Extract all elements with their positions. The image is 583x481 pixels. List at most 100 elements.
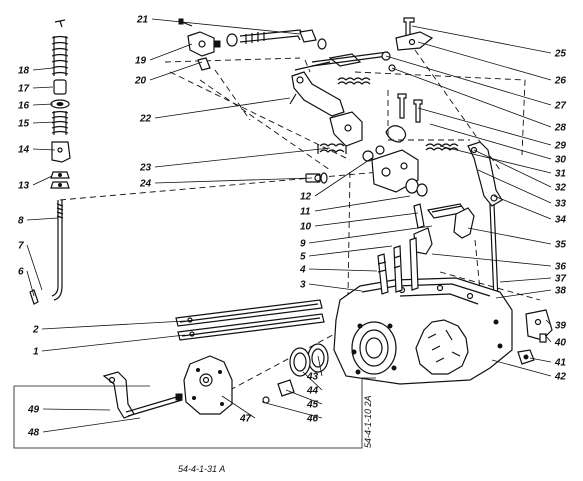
callout-number: 21	[136, 15, 149, 26]
leader-line	[26, 270, 35, 297]
pin-6	[29, 289, 39, 305]
callout-12: 12	[300, 157, 373, 203]
callout-number: 6	[18, 267, 24, 278]
leader-line	[314, 212, 419, 227]
spring-18	[51, 35, 69, 76]
leader-line	[429, 123, 552, 160]
callout-number: 48	[27, 428, 40, 439]
callout-28: 28	[391, 67, 566, 134]
leader-line	[467, 227, 552, 245]
callout-43: 43	[306, 355, 323, 383]
leader-line	[493, 195, 552, 220]
leader-line	[26, 244, 43, 291]
callout-5: 5	[300, 245, 393, 263]
part-45	[277, 379, 295, 397]
callout-number: 9	[300, 239, 306, 250]
leader-line	[314, 195, 411, 212]
sleeve-17	[53, 79, 67, 95]
callout-number: 32	[555, 183, 567, 194]
bracket-39	[525, 309, 553, 341]
leader-line	[385, 55, 552, 106]
callout-number: 5	[300, 252, 306, 263]
leader-line	[32, 121, 56, 124]
leader-line	[308, 283, 363, 292]
seal-44	[289, 347, 311, 377]
callout-9: 9	[300, 225, 433, 250]
right-upper-linkage	[311, 17, 503, 301]
callout-number: 14	[18, 145, 30, 156]
callout-29: 29	[417, 107, 567, 152]
leader-line	[417, 41, 552, 81]
lever-assembly-22	[289, 53, 385, 184]
callout-number: 42	[554, 372, 567, 383]
callout-number: 34	[555, 215, 567, 226]
leader-line	[473, 149, 552, 188]
leader-line	[42, 417, 141, 433]
callout-34: 34	[493, 195, 567, 226]
callout-42: 42	[491, 359, 567, 383]
clevis-19	[187, 31, 215, 57]
leader-line	[308, 245, 393, 257]
callout-46: 46	[261, 401, 323, 425]
callout-17: 17	[18, 84, 54, 95]
callout-number: 8	[18, 216, 24, 227]
callout-4: 4	[299, 265, 378, 276]
leader-line	[391, 67, 552, 128]
top-linkage	[178, 18, 327, 71]
callout-number: 3	[300, 280, 306, 291]
right-small-parts	[517, 309, 553, 365]
shift-rod-assembly	[29, 19, 71, 305]
callout-number: 16	[18, 101, 30, 112]
callout-10: 10	[300, 212, 419, 233]
callout-number: 22	[139, 114, 152, 125]
callout-number: 12	[300, 192, 312, 203]
leader-line	[32, 148, 56, 151]
callout-number: 45	[306, 400, 319, 411]
callout-40: 40	[544, 334, 566, 349]
callout-number: 23	[139, 163, 152, 174]
callout-number: 37	[555, 274, 567, 285]
leader-line	[154, 147, 331, 168]
callout-1: 1	[33, 334, 186, 358]
leader-line	[261, 401, 323, 419]
callout-number: 13	[18, 181, 30, 192]
callout-number: 38	[555, 286, 567, 297]
rod-8	[51, 200, 64, 301]
leader-line	[149, 43, 193, 61]
assembly-guide-lines	[59, 49, 541, 391]
callout-number: 19	[135, 56, 147, 67]
figure-code-right: 54-4-1-10 2A	[363, 395, 373, 448]
leader-line	[302, 371, 323, 391]
callout-number: 39	[555, 321, 567, 332]
leader-line	[495, 289, 552, 299]
nuts-13	[50, 171, 70, 189]
leader-line	[529, 357, 552, 363]
callout-number: 41	[554, 358, 567, 369]
gearbox-housing	[333, 237, 513, 385]
callout-8: 8	[18, 216, 59, 227]
callout-3: 3	[300, 280, 363, 292]
callout-number: 49	[27, 405, 40, 416]
leader-line	[317, 355, 323, 377]
leader-line	[32, 103, 54, 106]
callout-number: 27	[554, 101, 567, 112]
callout-22: 22	[139, 97, 291, 125]
callout-15: 15	[18, 119, 56, 130]
callout-number: 29	[554, 141, 567, 152]
callout-number: 30	[555, 155, 567, 166]
callout-number: 46	[306, 414, 319, 425]
callout-number: 18	[18, 66, 30, 77]
callout-11: 11	[300, 195, 411, 218]
callout-number: 1	[33, 347, 39, 358]
leader-line	[221, 395, 256, 419]
callout-26: 26	[417, 41, 566, 87]
callout-number: 35	[555, 240, 567, 251]
callout-13: 13	[18, 175, 53, 192]
callout-number: 25	[554, 49, 567, 60]
leader-line	[499, 277, 552, 283]
callout-41: 41	[529, 357, 567, 369]
callout-number: 20	[134, 76, 147, 87]
callout-number: 15	[18, 119, 30, 130]
callout-44: 44	[302, 371, 323, 397]
